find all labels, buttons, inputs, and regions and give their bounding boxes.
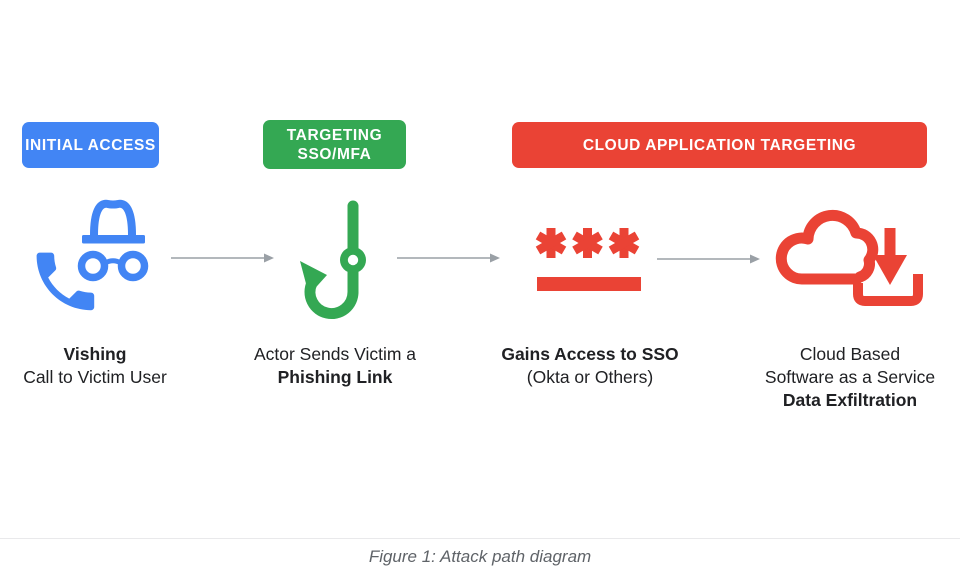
badge-initial-access-label: INITIAL ACCESS — [25, 136, 156, 154]
step3-line2: (Okta or Others) — [526, 367, 654, 387]
badge-targeting-line1: TARGETING — [286, 126, 383, 144]
step-label-data-exfiltration: Cloud Based Software as a Service Data E… — [752, 343, 948, 412]
badge-initial-access: INITIAL ACCESS — [22, 122, 159, 168]
flow-arrow-1 — [171, 253, 274, 263]
step-label-phishing-link: Actor Sends Victim a Phishing Link — [240, 343, 430, 389]
step4-line3: Data Exfiltration — [782, 390, 918, 410]
cloud-download-icon — [775, 209, 923, 306]
step-label-vishing: Vishing Call to Victim User — [0, 343, 190, 389]
figure-caption: Figure 1: Attack path diagram — [368, 547, 592, 566]
badge-cloud-application-targeting: CLOUD APPLICATION TARGETING — [512, 122, 927, 168]
flow-arrow-2 — [397, 253, 500, 263]
badge-targeting-line2: SSO/MFA — [297, 145, 372, 163]
step2-line2: Phishing Link — [277, 367, 393, 387]
step4-line1: Cloud Based — [799, 344, 901, 364]
badge-targeting-sso-mfa: TARGETING SSO/MFA — [263, 120, 406, 169]
badge-cloud-label: CLOUD APPLICATION TARGETING — [582, 136, 857, 154]
step1-line2: Call to Victim User — [23, 367, 167, 387]
caption-divider — [0, 538, 960, 539]
phishing-hook-icon — [300, 200, 366, 320]
flow-arrow-3 — [657, 254, 760, 264]
password-asterisks-icon — [535, 228, 641, 291]
step4-line2: Software as a Service — [764, 367, 936, 387]
step3-line1: Gains Access to SSO — [501, 344, 679, 364]
step2-line1: Actor Sends Victim a — [253, 344, 417, 364]
spy-phone-vishing-icon — [36, 199, 149, 311]
step1-line1: Vishing — [63, 344, 127, 364]
step-label-gains-access-sso: Gains Access to SSO (Okta or Others) — [493, 343, 687, 389]
